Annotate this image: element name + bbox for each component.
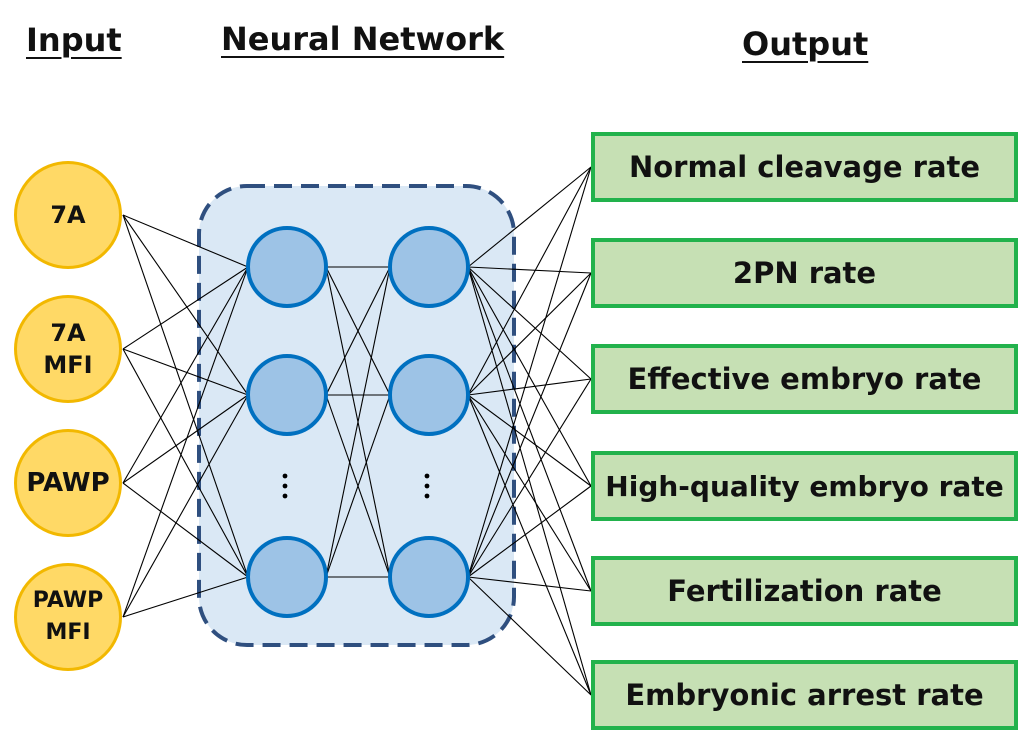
output-box-2pn-rate: 2PN rate — [591, 238, 1018, 308]
connection-line — [122, 266, 249, 484]
connection-line — [467, 485, 592, 578]
ellipsis-icon — [282, 473, 288, 499]
connection-line — [122, 214, 249, 396]
connection-line — [467, 266, 592, 380]
hidden-neuron — [246, 226, 328, 308]
output-box-high-quality-embryo-rate: High-quality embryo rate — [591, 451, 1018, 521]
connection-line — [122, 348, 249, 396]
connection-line — [467, 576, 592, 696]
connection-line — [467, 166, 592, 578]
connection-line — [122, 214, 249, 578]
input-heading: Input — [26, 21, 122, 59]
input-node-label: 7A MFI — [43, 319, 93, 379]
connection-line — [122, 482, 249, 578]
output-box-fertilization-rate: Fertilization rate — [591, 556, 1018, 626]
connection-line — [467, 576, 592, 592]
connection-line — [122, 394, 249, 484]
hidden-neuron — [388, 536, 470, 618]
connection-line — [467, 266, 592, 592]
hidden-neuron — [246, 354, 328, 436]
hidden-neuron — [246, 536, 328, 618]
output-box-normal-cleavage-rate: Normal cleavage rate — [591, 132, 1018, 202]
connection-line — [467, 272, 592, 578]
neural-network-heading: Neural Network — [221, 20, 505, 58]
hidden-neuron — [388, 226, 470, 308]
connection-line — [122, 266, 249, 350]
connection-line — [467, 378, 592, 396]
hidden-neurons — [246, 226, 470, 618]
input-node-pawp-mfi: PAWP MFI — [14, 563, 122, 671]
output-box-embryonic-arrest-rate: Embryonic arrest rate — [591, 660, 1018, 730]
connection-line — [467, 394, 592, 592]
input-node-label: 7A — [50, 201, 86, 229]
connection-line — [325, 394, 391, 578]
connection-line — [467, 378, 592, 578]
input-node-7a-mfi: 7A MFI — [14, 295, 122, 403]
output-heading: Output — [742, 25, 869, 63]
connection-line — [325, 266, 391, 396]
connection-line — [467, 394, 592, 696]
connection-line — [122, 576, 249, 618]
connection-line — [467, 166, 592, 268]
input-node-label: PAWP MFI — [32, 588, 104, 645]
hidden-neuron — [388, 354, 470, 436]
input-node-7a: 7A — [14, 161, 122, 269]
connection-line — [122, 266, 249, 618]
connection-line — [122, 394, 249, 618]
ellipsis-icon — [424, 473, 430, 499]
connection-line — [325, 266, 391, 578]
connection-line — [467, 272, 592, 396]
connection-line — [122, 348, 249, 578]
connection-line — [122, 214, 249, 268]
output-box-effective-embryo-rate: Effective embryo rate — [591, 344, 1018, 414]
input-node-pawp: PAWP — [14, 429, 122, 537]
connection-line — [467, 394, 592, 487]
connection-lines — [122, 166, 592, 696]
connection-line — [467, 166, 592, 396]
layer-ellipses — [282, 473, 430, 499]
connection-line — [467, 266, 592, 696]
input-node-label: PAWP — [26, 468, 110, 498]
connection-line — [467, 266, 592, 487]
connection-line — [467, 266, 592, 274]
